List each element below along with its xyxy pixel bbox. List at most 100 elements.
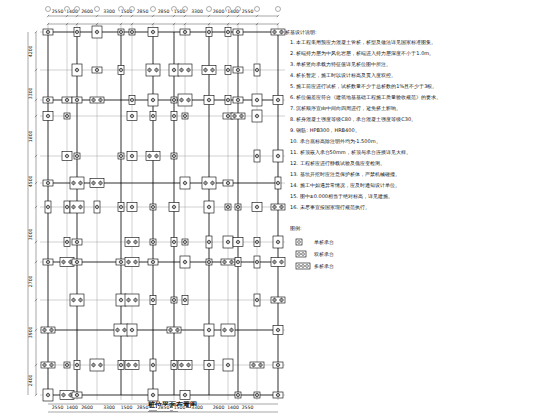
pile [236, 205, 239, 208]
pile [273, 205, 276, 208]
dimension-text: 2700 [29, 275, 34, 288]
pile-cap [146, 152, 160, 161]
pile [276, 98, 279, 101]
pile-cap [221, 324, 235, 336]
pile [148, 154, 151, 157]
pile [75, 393, 78, 396]
pile [46, 114, 49, 117]
pile-cap [72, 392, 82, 398]
dimension-text: 2400 [29, 374, 34, 387]
axis-line [185, 24, 186, 400]
pile [280, 260, 283, 263]
axis-line [228, 24, 229, 400]
design-note: 4. 桩长暂定，施工时以设计标高及贯入度双控。 [290, 73, 396, 78]
dimension-text: 3300 [191, 406, 204, 411]
dimension-text: 1500 [173, 10, 186, 15]
pile-cap [204, 201, 214, 213]
pile-cap [125, 258, 139, 267]
pile-cap [74, 28, 80, 37]
pile-cap [206, 28, 212, 37]
pile [72, 205, 75, 208]
design-note: 14. 施工中如遇异常情况，应及时通知设计单位。 [290, 183, 400, 188]
pile [119, 205, 122, 208]
pile [92, 181, 95, 184]
pile [236, 68, 239, 71]
pile [236, 260, 239, 263]
axis-line [257, 24, 258, 400]
pile [226, 98, 229, 101]
pile [207, 240, 210, 243]
pile [255, 98, 258, 101]
pile-cap [125, 238, 139, 247]
dimension-text: 2600 [212, 406, 225, 411]
pile [95, 205, 98, 208]
axis-bubble [151, 7, 156, 12]
dimension-text: 3000 [29, 228, 34, 241]
pile-cap [127, 203, 137, 212]
dimension-text: 4200 [29, 45, 34, 58]
pile [255, 393, 258, 396]
pile [65, 205, 68, 208]
pile-cap [72, 259, 82, 265]
pile-cap [271, 258, 285, 267]
pile-cap [223, 359, 233, 371]
design-note: 7. 沉桩顺序宜由中间向四周进行，避免挤土影响。 [290, 106, 401, 111]
pile-cap [118, 29, 124, 35]
pile-cap [171, 238, 177, 247]
pile-cap [273, 326, 283, 335]
pile-cap [72, 97, 82, 103]
pile-cap [271, 297, 285, 303]
pile [75, 30, 78, 33]
pile [151, 393, 154, 396]
pile-cap [118, 361, 124, 370]
pile [127, 260, 130, 263]
pile-cap [235, 392, 241, 398]
pile-cap [64, 238, 70, 247]
pile [236, 30, 239, 33]
pile [62, 260, 65, 263]
pile [130, 30, 133, 33]
dimension-text: 3300 [191, 10, 204, 15]
pile-cap [171, 297, 177, 303]
pile-cap [273, 362, 283, 368]
pile [276, 154, 279, 157]
legend-text: 双桩承台 [314, 251, 334, 257]
pile-cap [150, 112, 156, 121]
pile-cap [223, 236, 233, 248]
pile-cap [180, 391, 190, 400]
pile-cap [252, 203, 262, 212]
pile-cap [125, 294, 139, 306]
pile-cap [171, 361, 177, 370]
pile [119, 260, 122, 263]
pile-cap [254, 64, 260, 76]
pile-cap [127, 112, 137, 121]
pile [134, 240, 137, 243]
pile-cap [127, 324, 137, 336]
pile [187, 68, 190, 71]
pile-cap [204, 361, 214, 370]
design-note: 图例: [290, 226, 302, 231]
pile [43, 328, 46, 331]
pile [255, 68, 258, 71]
pile [211, 68, 214, 71]
pile-cap [167, 327, 181, 333]
dimension-text: 2850 [157, 10, 170, 15]
pile [280, 30, 283, 33]
dimension-text: 2850 [157, 406, 170, 411]
dimension-text: 1400 [227, 406, 240, 411]
title-underline [148, 411, 178, 412]
pile [151, 205, 154, 208]
design-note: 13. 基坑开挖时应注意保护桩体，严禁机械碰撞。 [290, 172, 400, 177]
pile [276, 181, 279, 184]
pile [127, 240, 130, 243]
pile [236, 240, 239, 243]
pile [211, 181, 214, 184]
design-note: 16. 未尽事宜按国家现行规范执行。 [290, 205, 370, 210]
pile [172, 363, 175, 366]
pile [204, 181, 207, 184]
pile-cap [43, 259, 53, 265]
legend-row: 多桩承台 [295, 262, 334, 270]
dimension-text: 3300 [29, 87, 34, 100]
pile [207, 363, 210, 366]
pile-cap [90, 359, 104, 371]
